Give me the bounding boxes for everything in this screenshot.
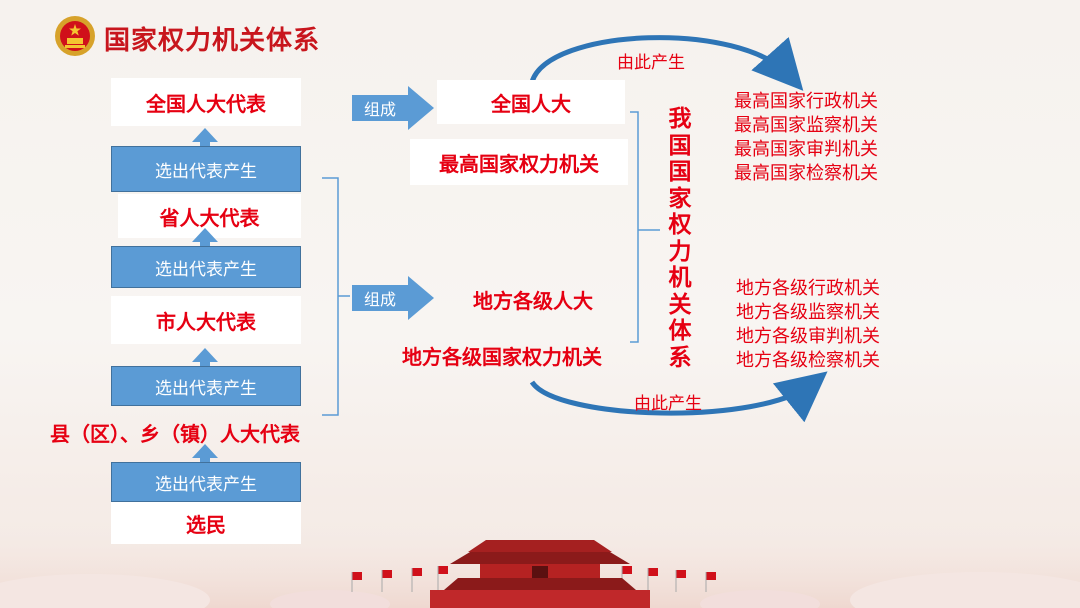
national-representatives-box: 全国人大代表 (111, 78, 301, 126)
elect-label-box: 选出代表产生 (111, 462, 301, 502)
up-arrow-icon (192, 128, 218, 149)
city-representatives-box: 市人大代表 (111, 296, 301, 344)
produce-label-bottom: 由此产生 (634, 394, 702, 414)
list-item: 地方各级检察机关 (736, 350, 880, 371)
arrow-right-icon (408, 276, 434, 320)
list-item: 最高国家检察机关 (734, 163, 878, 184)
list-item: 最高国家监察机关 (734, 115, 878, 136)
list-item: 地方各级审判机关 (736, 326, 880, 347)
voters-box: 选民 (111, 502, 301, 544)
up-arrow-icon (192, 348, 218, 369)
bottom-produce-arc (529, 371, 828, 423)
elect-label-box: 选出代表产生 (111, 146, 301, 192)
national-emblem-icon (55, 16, 95, 56)
system-title: 我国国家权力机关体系 (668, 106, 692, 371)
county-township-representatives: 县（区）、乡（镇）人大代表 (50, 422, 300, 446)
local-congress: 地方各级人大 (473, 289, 593, 313)
npc-box: 全国人大 (437, 80, 625, 124)
top-produce-arc (529, 35, 804, 91)
elect-label-box: 选出代表产生 (111, 366, 301, 406)
local-congress-description: 地方各级国家权力机关 (402, 345, 602, 369)
compose-label: 组成 (352, 95, 408, 121)
national-organs-list: 最高国家行政机关 最高国家监察机关 最高国家审判机关 最高国家检察机关 (734, 90, 878, 186)
arrow-right-icon (408, 86, 434, 130)
npc-description-box: 最高国家权力机关 (410, 139, 628, 185)
list-item: 地方各级行政机关 (736, 278, 880, 299)
list-item: 最高国家行政机关 (734, 91, 878, 112)
list-item: 地方各级监察机关 (736, 302, 880, 323)
elect-label-box: 选出代表产生 (111, 246, 301, 288)
list-item: 最高国家审判机关 (734, 139, 878, 160)
produce-label-top: 由此产生 (617, 53, 685, 73)
up-arrow-icon (192, 228, 218, 249)
compose-label: 组成 (352, 285, 408, 311)
up-arrow-icon (192, 444, 218, 465)
tiananmen-decoration (0, 500, 1080, 608)
page-title: 国家权力机关体系 (104, 26, 321, 56)
local-organs-list: 地方各级行政机关 地方各级监察机关 地方各级审判机关 地方各级检察机关 (736, 277, 880, 373)
